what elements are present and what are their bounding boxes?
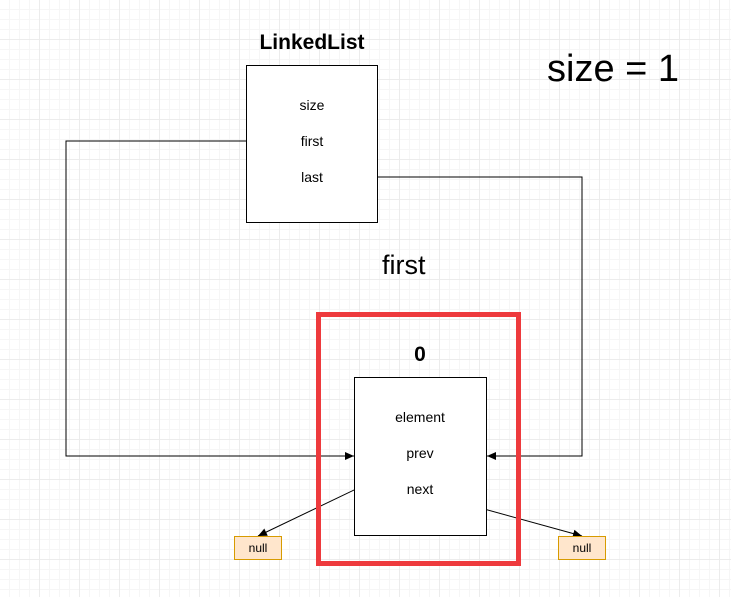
linkedlist-field-size: size	[299, 97, 325, 113]
size-annotation: size = 1	[547, 48, 680, 90]
linkedlist-field-first: first	[300, 133, 324, 149]
first-pointer-edge	[65, 140, 354, 460]
node-field-prev: prev	[406, 445, 434, 461]
node-box	[354, 377, 487, 536]
last-pointer-edge	[337, 176, 583, 460]
linkedlist-title: LinkedList	[259, 31, 365, 54]
linkedlist-box	[246, 65, 378, 223]
node-field-next: next	[406, 481, 434, 497]
node-title: 0	[414, 343, 426, 366]
node-highlight-frame	[316, 312, 521, 566]
null-box-prev: null	[234, 536, 282, 560]
null-box-next: null	[558, 536, 606, 560]
node-field-element: element	[395, 409, 445, 425]
linkedlist-field-last: last	[301, 169, 323, 185]
first-annotation: first	[382, 250, 426, 280]
